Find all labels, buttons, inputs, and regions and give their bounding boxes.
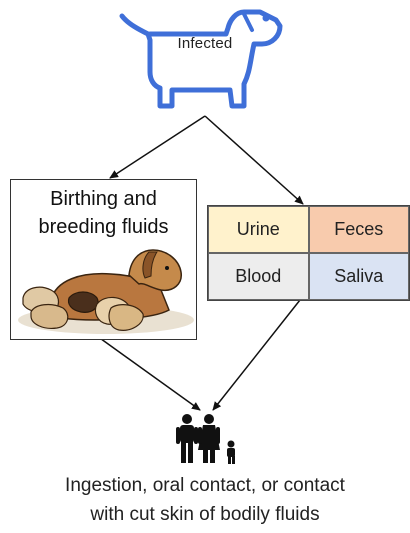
arrow-to-fluids: [205, 116, 303, 204]
family-icon: [176, 414, 235, 464]
caption-line-2: with cut skin of bodily fluids: [0, 500, 410, 529]
fluid-cell-feces: Feces: [309, 206, 410, 253]
bodily-fluids-grid: Urine Feces Blood Saliva: [207, 205, 410, 301]
fluid-cell-urine: Urine: [208, 206, 309, 253]
fluid-cell-blood: Blood: [208, 253, 309, 300]
caption-line-1: Ingestion, oral contact, or contact: [0, 471, 410, 500]
infected-label: Infected: [150, 35, 260, 52]
transmission-caption: Ingestion, oral contact, or contact with…: [0, 471, 410, 529]
arrow-birthing-to-people: [97, 336, 200, 410]
fluid-cell-saliva: Saliva: [309, 253, 410, 300]
birthing-fluids-box: Birthing and breeding fluids: [10, 179, 197, 340]
dog-eye-icon: [263, 15, 270, 22]
arrow-to-birthing: [110, 116, 205, 178]
dog-icon: [122, 12, 280, 106]
nursing-dog-illustration: [11, 180, 197, 340]
arrow-fluids-to-people: [213, 300, 300, 410]
